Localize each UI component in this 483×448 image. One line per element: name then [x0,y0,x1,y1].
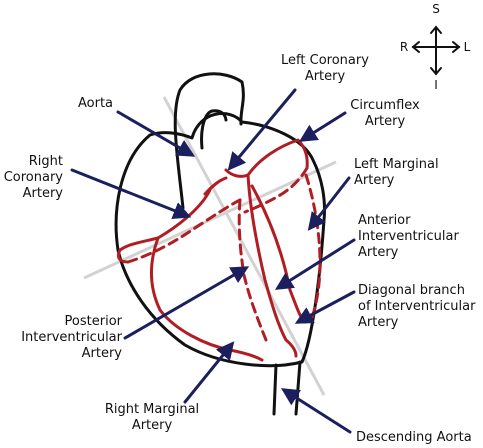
posterior-right-coronary-dashed [126,198,242,264]
label-line: Aorta [78,96,114,111]
pointer-descending-aorta [280,388,352,434]
compass-inferior-label: I [434,78,438,92]
compass-left-label: L [463,40,471,54]
label-line: Left Marginal [354,157,439,172]
label-line: Artery [81,346,122,361]
anterior-interventricular-artery [246,173,298,358]
compass-right-arrowhead [452,41,461,53]
descending-aorta-outline [272,360,302,416]
label-line: Circumflex [350,98,420,113]
aorta-branch [200,109,228,150]
label-line: Diagonal branch [358,283,465,298]
left-marginal-artery [304,173,322,320]
compass-left-arrowhead [411,41,420,53]
label-anterior-interventricular-artery: Anterior Interventricular Artery [358,213,480,261]
label-line: Artery [131,418,173,433]
right-coronary-origin [203,176,228,196]
label-line: Interventricular [21,330,122,345]
posterior-circumflex-dashed [243,166,309,214]
label-line: Interventricular [358,229,459,244]
label-line: Right Marginal [104,402,200,417]
label-line: Right [28,154,63,169]
label-line: Posterior [64,314,122,329]
label-line: Artery [304,69,346,84]
right-marginal-artery [150,236,264,362]
label-diagonal-branch: Diagonal branch of Interventricular Arte… [358,283,482,331]
pointer-circumflex [298,111,347,142]
left-coronary-artery [224,168,250,178]
pointer-left-marginal [307,176,351,231]
heart-body [114,112,326,368]
label-left-coronary-artery: Left Coronary Artery [270,53,380,85]
heart-outline [114,72,326,416]
compass [411,25,461,76]
pointer-aorta [116,110,196,157]
label-posterior-interventricular-artery: Posterior Interventricular Artery [4,314,122,362]
circumflex-artery [246,138,309,177]
label-aorta: Aorta [78,96,138,112]
label-line: Artery [354,173,395,188]
label-circumflex-artery: Circumflex Artery [344,98,426,130]
label-line: Artery [364,114,406,129]
label-line: Artery [358,315,399,330]
compass-down-arrowhead [430,67,442,76]
pointer-posterior-interventricular [123,266,250,340]
pointer-arrows [70,88,356,434]
label-right-coronary-artery: Right Coronary Artery [0,154,63,202]
pointer-diagonal-branch [294,290,356,324]
pointer-left-coronary [227,88,297,171]
label-line: Left Coronary [281,53,369,68]
compass-superior-label: S [432,2,440,16]
label-line: Artery [22,186,63,201]
pointer-anterior-interventricular [274,238,356,290]
label-line: of Interventricular [358,299,476,314]
label-right-marginal-artery: Right Marginal Artery [94,402,210,434]
label-line: Descending Aorta [356,430,472,445]
pointer-right-marginal [183,341,235,404]
label-line: Coronary [3,170,63,185]
label-line: Anterior [358,213,411,228]
compass-up-arrowhead [430,25,442,34]
label-line: Artery [358,245,399,260]
label-left-marginal-artery: Left Marginal Artery [354,157,474,189]
compass-right-label: R [399,40,409,54]
label-descending-aorta: Descending Aorta [356,430,480,446]
pointer-right-coronary [70,168,192,220]
